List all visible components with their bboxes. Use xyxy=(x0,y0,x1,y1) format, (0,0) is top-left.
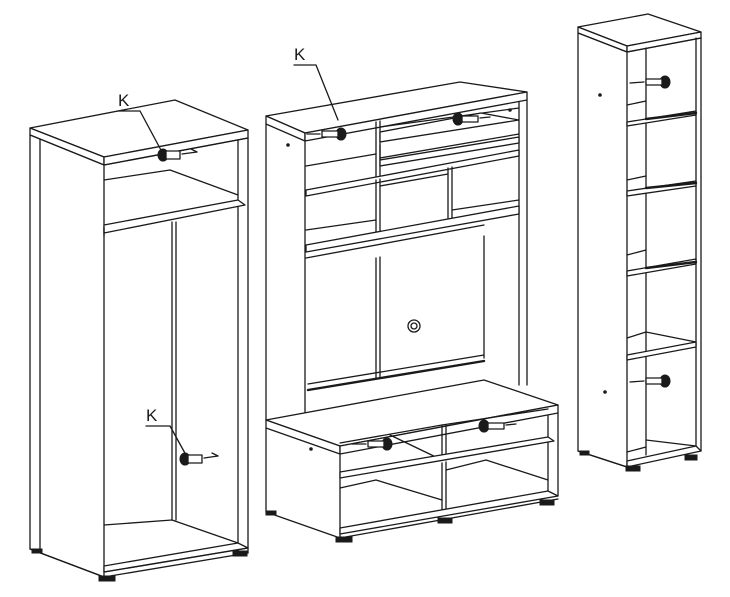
tv-unit-shelf xyxy=(305,205,520,253)
screw-icon xyxy=(306,127,347,141)
wardrobe-foot xyxy=(31,548,43,554)
wardrobe-foot xyxy=(232,550,248,557)
screw-icon xyxy=(478,419,517,433)
tv-unit-shelf xyxy=(305,149,520,197)
wardrobe-bottom-board xyxy=(103,542,249,573)
callout-leader xyxy=(293,64,339,121)
wardrobe-side-panel xyxy=(29,134,105,578)
cable-hole-icon xyxy=(407,319,421,333)
dowel-icon xyxy=(157,148,198,162)
wardrobe-cabinet: K K xyxy=(29,91,249,582)
callout-label-k: K xyxy=(294,45,306,64)
tv-unit-small-shelf xyxy=(379,112,520,143)
tv-unit-foot xyxy=(539,499,555,506)
dowel-icon xyxy=(179,452,219,466)
bookcase-foot xyxy=(684,454,698,461)
screw-icon xyxy=(629,374,671,388)
bookcase-shelf xyxy=(626,258,697,277)
bookcase-shelf xyxy=(626,341,697,361)
callout-leader xyxy=(145,425,187,456)
bookcase-side-panel xyxy=(577,32,628,468)
callout-label-k: K xyxy=(146,406,158,425)
tv-wall-unit: K xyxy=(265,45,559,543)
tv-unit-console-shelf xyxy=(339,436,555,479)
tall-bookcase xyxy=(577,13,702,472)
callout-leader xyxy=(117,110,163,153)
callout-label-k: K xyxy=(118,91,130,110)
screw-icon xyxy=(351,437,393,451)
wardrobe-foot xyxy=(98,575,116,582)
tv-unit-foot xyxy=(437,517,453,524)
screw-icon xyxy=(629,75,671,89)
tv-unit-foot xyxy=(265,510,277,516)
bookcase-foot xyxy=(579,450,590,456)
tv-unit-foot xyxy=(335,536,353,543)
wardrobe-shelf xyxy=(103,199,246,234)
screw-icon xyxy=(452,112,491,126)
bookcase-foot xyxy=(625,465,641,472)
